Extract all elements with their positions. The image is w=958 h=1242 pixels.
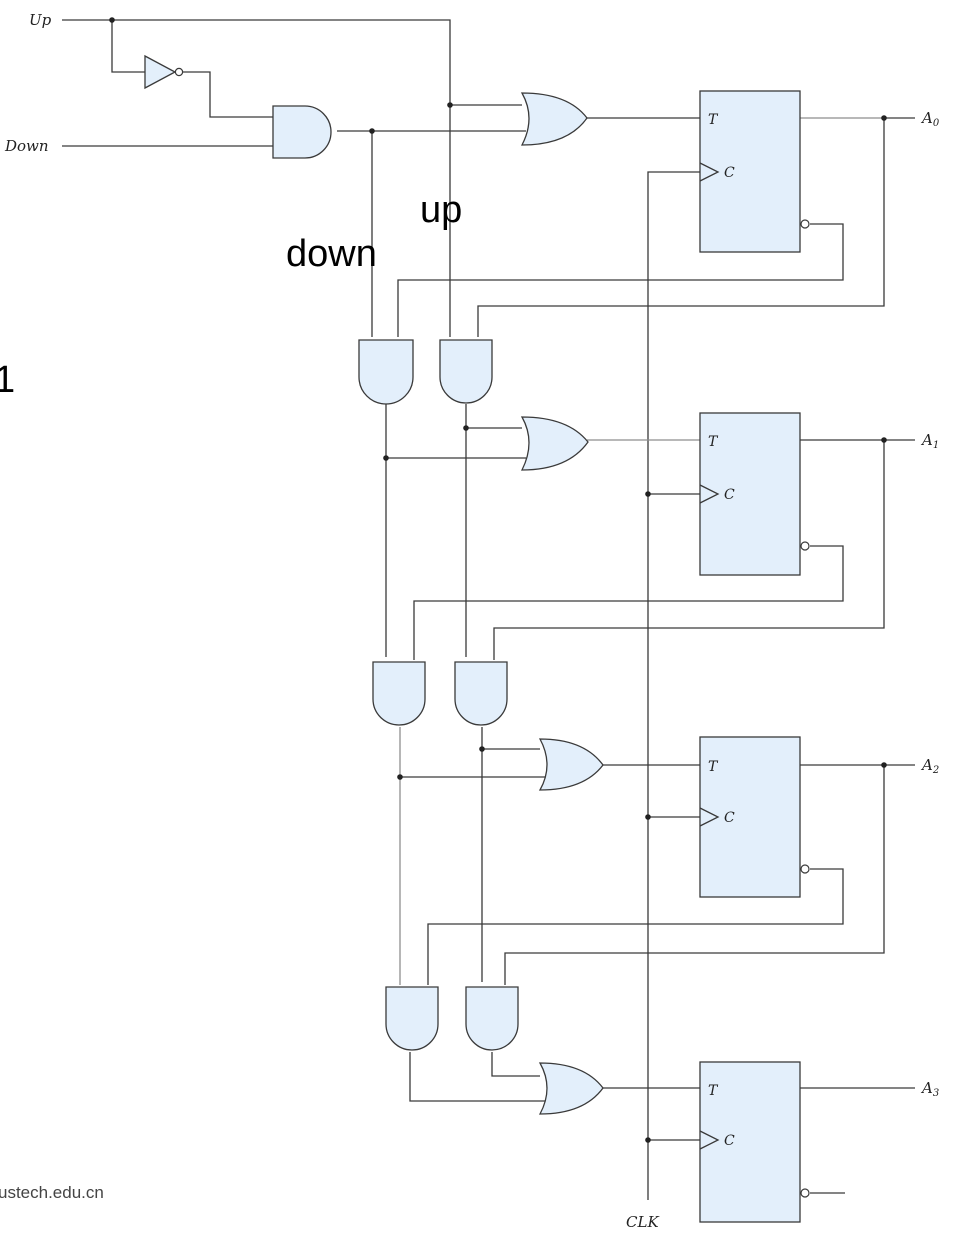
output-a1-label: A1 [920, 431, 939, 451]
output-a3-label: A3 [920, 1079, 939, 1099]
wires [62, 19, 915, 1200]
ff1-t-label: T [708, 434, 719, 450]
ff3-t-label: T [708, 1083, 719, 1099]
and-gate-up-2 [454, 661, 508, 726]
up-annotation: up [420, 189, 462, 231]
clk-label: CLK [626, 1213, 659, 1231]
and-gate-down-2 [372, 661, 426, 726]
up-input-label: Up [29, 11, 52, 29]
or-gate-1 [520, 416, 589, 471]
down-annotation: down [286, 233, 377, 275]
and-gate-down-1 [358, 339, 414, 405]
and-gate-up-down [272, 105, 332, 159]
not-gate [144, 54, 184, 90]
or-gate-0 [520, 92, 588, 146]
ff0-c-label: C [724, 165, 735, 181]
ff2-t-label: T [708, 759, 719, 775]
or-gate-2 [538, 738, 604, 791]
and-gate-up-1 [439, 339, 493, 404]
and-gate-down-3 [385, 986, 439, 1051]
ff1-c-label: C [724, 487, 735, 503]
junction-dots [109, 17, 887, 1143]
and-gate-up-3 [465, 986, 519, 1051]
or-gate-3 [538, 1062, 604, 1115]
ff3-c-label: C [724, 1133, 735, 1149]
ff2-c-label: C [724, 810, 735, 826]
ff0-t-label: T [708, 112, 719, 128]
left-digit-annotation: 1 [0, 359, 15, 401]
t-flipflop-3 [699, 1061, 810, 1223]
t-flipflop-1 [699, 412, 810, 576]
down-input-label: Down [4, 137, 49, 155]
t-flipflop-0 [699, 90, 810, 253]
t-flipflop-2 [699, 736, 810, 898]
footer-url: ustech.edu.cn [0, 1183, 104, 1202]
output-a0-label: A0 [920, 109, 940, 129]
output-a2-label: A2 [920, 756, 939, 776]
